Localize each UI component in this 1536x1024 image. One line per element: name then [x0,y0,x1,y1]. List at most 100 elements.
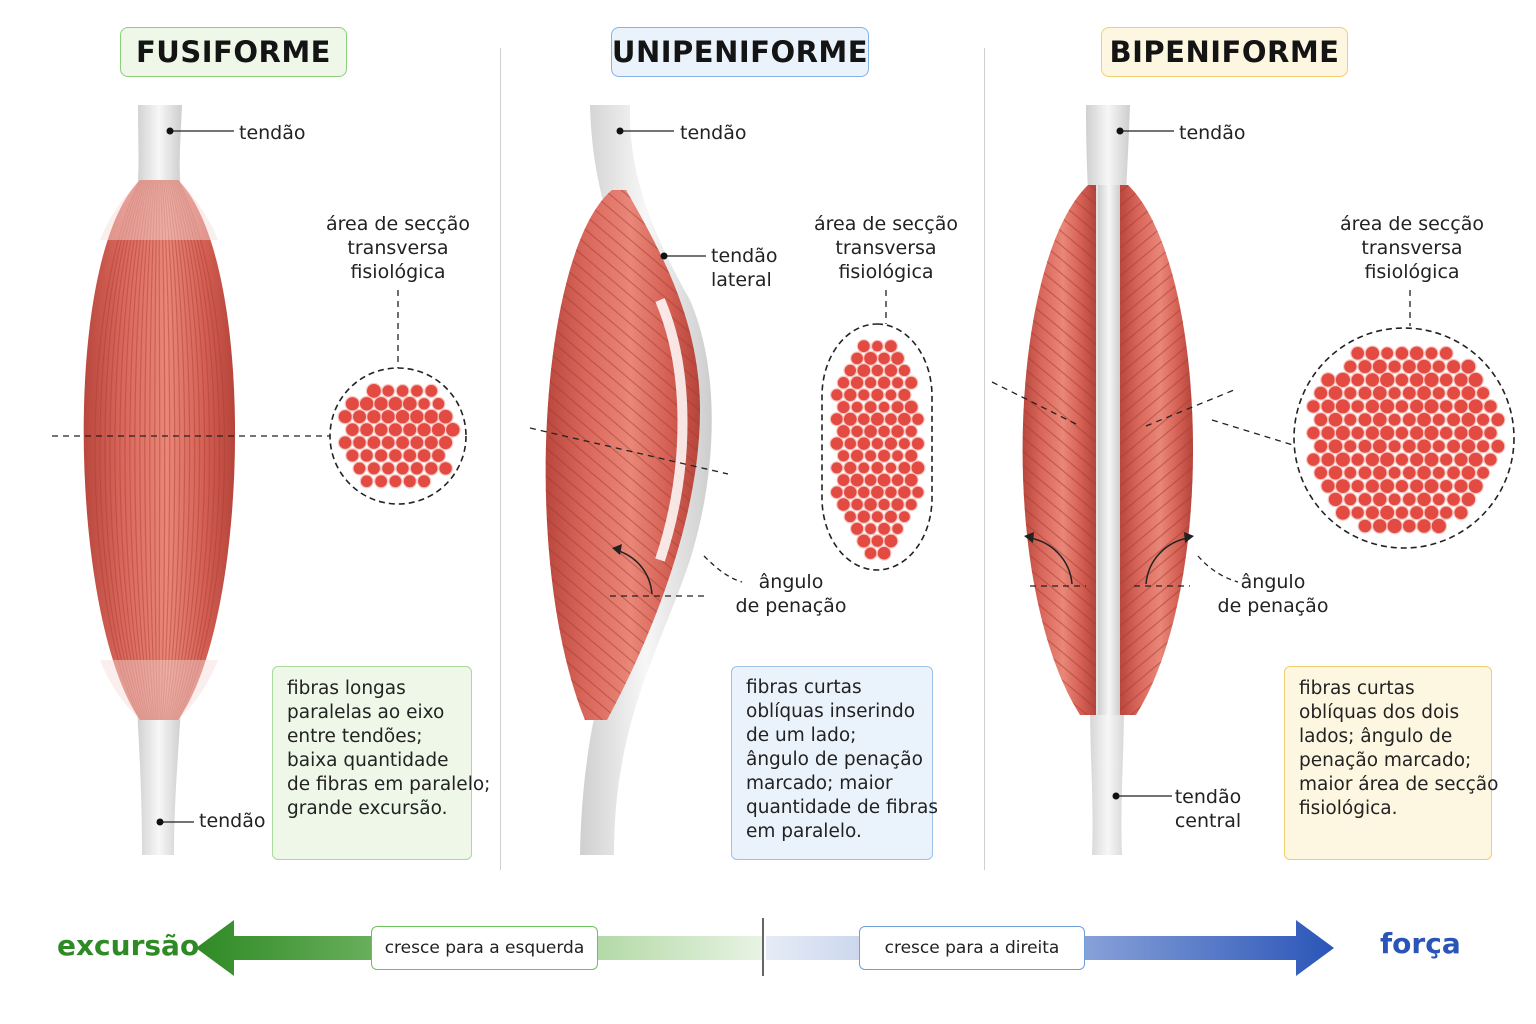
fiber-cell [1445,385,1462,401]
muscle-fiber [990,0,1098,10]
fiber-cell [1423,504,1440,521]
fiber-cell [1387,465,1402,480]
fiber-cell [1350,452,1366,468]
fiber-cell [1387,385,1402,401]
fiber-cell [1364,398,1381,415]
muscle-fiber [1022,535,1096,627]
fiber-cell [373,448,389,463]
fiber-cell [904,375,919,390]
muscle-fiber [1022,353,1096,445]
fiber-cell [870,387,885,403]
fiber-cell [1320,425,1336,441]
fiber-cell [409,383,424,398]
fiber-cell [1408,345,1425,362]
bipennate-tendon-central-label: tendão central [1170,785,1246,833]
fiber-cell [1371,491,1388,508]
fiber-cell [1387,492,1402,507]
fiber-cell [1364,425,1381,441]
fiber-cell [877,497,891,512]
fiber-cell [1357,358,1373,375]
fiber-cell [1313,385,1329,401]
fiber-cell [1320,451,1336,468]
fiber-cell [1431,385,1447,401]
fiber-cell [1350,345,1366,361]
fiber-cell [1424,346,1439,361]
muscle-fiber [545,355,700,527]
fiber-cell [849,472,865,488]
muscle-fiber [1120,185,1194,235]
description-line: paralelas ao eixo [287,702,445,723]
fiber-cell [1460,411,1477,428]
fiber-cell [1483,399,1498,414]
fiber-cell [1467,424,1484,442]
fiber-cell [1408,398,1425,415]
muscle-fiber [119,180,148,720]
muscle-fiber [1120,535,1194,627]
fiber-cell [402,422,418,438]
fiber-cell [1371,411,1388,428]
fiber-cell [903,472,919,488]
fiber-cell [897,484,912,500]
fiber-cell [1401,438,1417,454]
fiber-cell [863,522,878,536]
fiber-cell [891,522,905,536]
fiber-cell [1475,412,1491,427]
description-line: fibras curtas [1299,678,1415,699]
unipennate-description: fibras curtas oblíquas inserindo de um l… [731,666,938,860]
fiber-cell [896,411,912,427]
fiber-cell [416,448,432,464]
fiber-cell [883,412,898,427]
fiber-cell [1394,345,1410,361]
fiber-cell [1416,518,1432,534]
muscle-fiber [1022,451,1096,543]
fiber-cell [387,422,404,438]
pcsa-line: área de secção [326,213,470,235]
fiber-cell [358,395,375,412]
fiber-cell [366,408,382,425]
fiber-cell [366,461,382,476]
fusiform-tendon-bottom [136,690,182,855]
fiber-cell [1343,492,1358,507]
pcsa-line: área de secção [1340,213,1484,235]
fiber-cell [359,474,374,489]
fiber-cell [1416,438,1433,455]
muscle-fiber [1022,185,1096,235]
fiber-cell [911,412,925,427]
fiber-cell [402,448,418,464]
muscle-fiber [990,60,1098,150]
muscle-fiber [1022,283,1096,375]
muscle-fiber [158,180,161,720]
fiber-cell [1467,478,1484,495]
fiber-cell [863,546,878,561]
muscle-fiber [177,180,226,720]
muscle-fiber [1022,269,1096,361]
muscle-fiber [1120,185,1194,221]
fiber-cell [843,436,858,451]
fiber-cell [373,422,389,438]
muscle-fiber [167,180,191,720]
tendon-lateral-line: lateral [711,269,772,291]
description-line: entre tendões; [287,726,423,747]
muscle-fiber [1120,437,1194,529]
fiber-cell [381,461,396,476]
fiber-cell [849,448,865,464]
fiber-cell [1416,464,1432,481]
muscle-fiber [1120,241,1194,333]
fiber-cell [1371,385,1388,402]
description-line: de um lado; [746,725,857,746]
muscle-fiber [1022,255,1096,347]
fiber-cell [856,436,872,452]
muscle-fiber [545,341,700,513]
fiber-cell [1416,411,1433,428]
fiber-cell [856,485,871,500]
fiber-cell [1467,398,1484,415]
fiber-cell [395,461,410,476]
fiber-cell [1430,517,1448,535]
fiber-cell [836,497,851,512]
fiber-cell [437,434,454,451]
fiber-cell [1438,425,1454,441]
fiber-cell [417,396,432,411]
fiber-cell [904,448,919,463]
muscle-fiber [1120,367,1194,459]
pcsa-line: área de secção [814,213,958,235]
